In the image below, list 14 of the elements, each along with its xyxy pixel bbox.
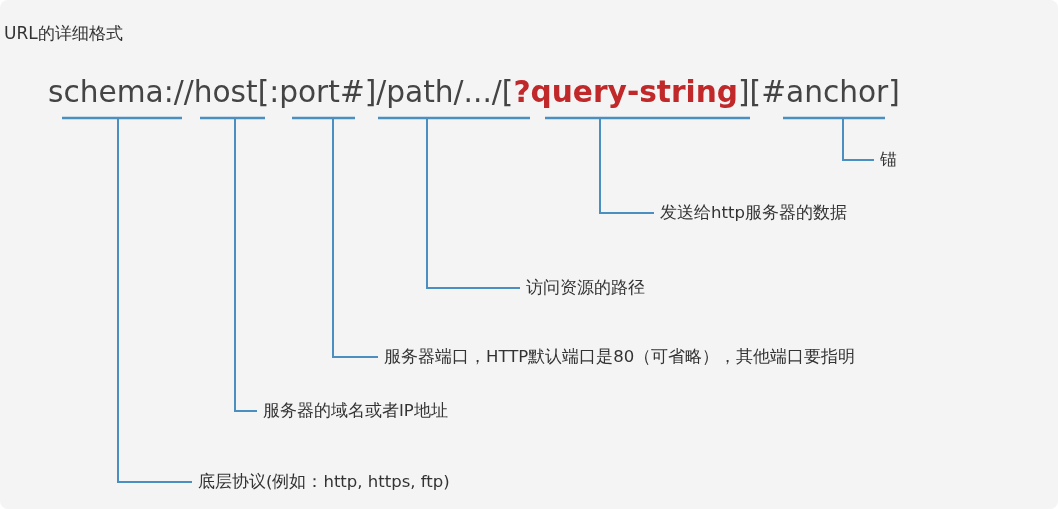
description-text: 服务器端口，HTTP默认端口是80（可省略），其他端口要指明 xyxy=(384,347,856,366)
description-text: 服务器的域名或者IP地址 xyxy=(263,401,448,420)
leader-line xyxy=(842,117,875,161)
leader-line xyxy=(599,117,655,214)
url-format-text: schema://host[:port#]/path/.../[?query-string][#anchor] xyxy=(48,74,900,109)
leader-line xyxy=(117,117,193,483)
leader-line xyxy=(426,117,521,289)
description-text: 访问资源的路径 xyxy=(526,278,645,297)
description-text: 底层协议(例如：http, https, ftp) xyxy=(198,472,450,491)
description-text: 发送给http服务器的数据 xyxy=(660,203,847,222)
leader-line xyxy=(332,117,379,358)
description-text: 锚 xyxy=(880,150,897,169)
leader-line xyxy=(234,117,258,412)
title: URL的详细格式 xyxy=(4,22,123,45)
